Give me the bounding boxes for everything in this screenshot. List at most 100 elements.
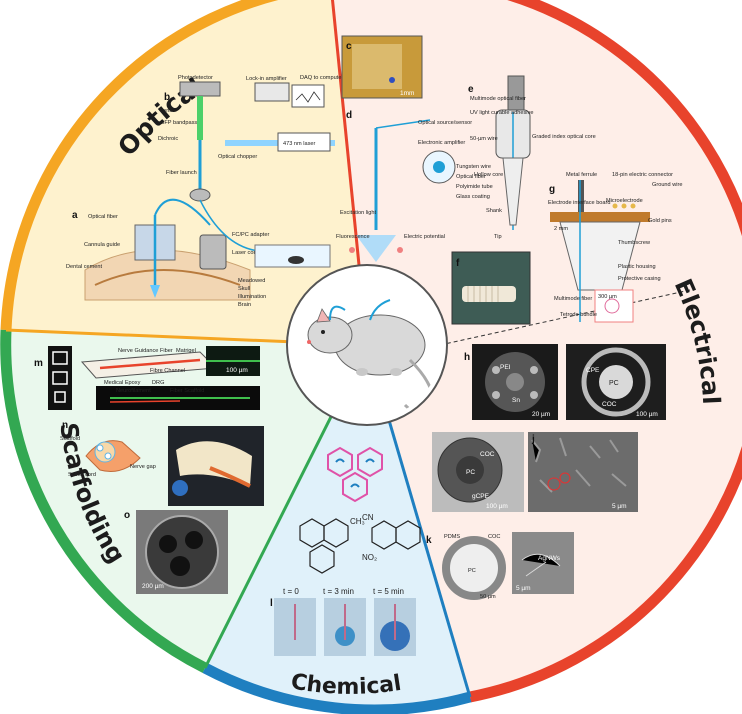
- g-microelectrode: Microelectrode: [606, 198, 643, 204]
- e-hollow: Hollow core: [474, 172, 503, 178]
- b-laser: 473 nm laser: [283, 141, 315, 147]
- m-epoxy: Medical Epoxy: [104, 380, 141, 386]
- e-uv: UV light curable adhesive: [470, 110, 533, 116]
- panel-label-h: h: [464, 352, 470, 363]
- panel-label-a: a: [72, 210, 78, 221]
- n-scaffold: Scaffold: [60, 436, 80, 442]
- panel-f: f: [451, 251, 531, 325]
- g-metal-ferrule: Metal ferrule: [566, 172, 597, 178]
- panel-h: h PEI Sn 20 µm PC CPE COC 100 µm: [464, 344, 666, 420]
- k-scale2: 5 µm: [516, 585, 531, 592]
- panel-b: b Photodetector Lock-in amplifier DAQ to…: [158, 75, 343, 268]
- b-daq: DAQ to computer: [300, 75, 343, 81]
- i-coc: COC: [480, 451, 495, 458]
- panel-o: o 200 µm: [124, 510, 228, 594]
- scaffolding-ring: [0, 329, 208, 673]
- d-electric: Electric potential: [404, 234, 445, 240]
- h-scale2: 100 µm: [636, 411, 658, 418]
- o-scale: 200 µm: [142, 583, 164, 590]
- a-cannula-guide: Cannula guide: [84, 242, 120, 248]
- i-pc: PC: [466, 469, 475, 476]
- d-optical-fiber: Optical fiber: [456, 174, 486, 180]
- g-multimode: Multimode fiber: [554, 296, 592, 302]
- h-scale1: 20 µm: [532, 411, 550, 418]
- electrical-subdivider: [439, 289, 691, 346]
- a-illumination: Illumination: [238, 294, 266, 300]
- k-coc: COC: [488, 534, 500, 540]
- d-polyimide: Polyimide tube: [456, 184, 493, 190]
- panel-label-g: g: [549, 184, 555, 195]
- panel-i: i PC COC gCPE 100 µm: [432, 432, 524, 512]
- a-skull: Skull: [238, 286, 250, 292]
- g-gold-pins: Gold pins: [648, 218, 672, 224]
- g-protective: Protective casing: [618, 276, 661, 282]
- m-fiber-scaffold: Fiber Scaffold: [170, 388, 204, 394]
- center-mouse-illustration: [286, 264, 448, 426]
- g-tetrode: Tetrode bundle: [560, 312, 597, 318]
- h-cpe: CPE: [586, 367, 600, 374]
- j-scale: 5 µm: [612, 503, 627, 510]
- d-glass: Glass coating: [456, 194, 490, 200]
- panel-k: k PDMS COC PC 50 µm AgNWs 5 µm: [426, 532, 574, 600]
- panel-d: d Optical source/sensor Electronic ampli…: [336, 110, 493, 262]
- e-shank: Shank: [486, 208, 502, 214]
- m-fiber-channel: Fibre Channel: [150, 368, 185, 374]
- b-photodetector: Photodetector: [178, 75, 213, 81]
- i-scale: 100 µm: [486, 503, 508, 510]
- g-connector: 18-pin electric connector: [612, 172, 673, 178]
- l-t0: t = 0: [283, 587, 299, 596]
- panel-label-e: e: [468, 84, 474, 95]
- m-drg: DRG: [152, 380, 164, 386]
- n-nerve-gap: Nerve gap: [130, 464, 156, 470]
- chemical-structures: CH₃ CN NO₂: [299, 513, 421, 574]
- d-fluorescence: Fluorescence: [336, 234, 370, 240]
- panel-label-m: m: [34, 358, 43, 369]
- b-lens: Lens: [160, 108, 172, 114]
- m-scale: 100 µm: [226, 367, 248, 374]
- g-plastic: Plastic housing: [618, 264, 656, 270]
- b-optical-chopper: Optical chopper: [218, 154, 257, 160]
- d-optical-source: Optical source/sensor: [418, 120, 472, 126]
- g-ground-wire: Ground wire: [652, 182, 682, 188]
- a-adapter: FC/PC adapter: [232, 232, 269, 238]
- k-pdms: PDMS: [444, 534, 460, 540]
- electrical-ring: [468, 0, 742, 703]
- c-scale: 1mm: [400, 90, 414, 97]
- panel-label-b: b: [164, 92, 170, 103]
- chem-cn: CN: [362, 513, 374, 522]
- g-thumbscrew: Thumbscrew: [618, 240, 651, 246]
- panel-label-c: c: [346, 41, 352, 52]
- m-neurofilament: Neurofilament: [116, 388, 151, 394]
- panel-m: m Nerve Guidance Fiber Matrigel Fibre Ch…: [34, 346, 260, 410]
- b-fiber-launch: Fiber launch: [166, 170, 197, 176]
- d-electronic-amplifier: Electronic amplifier: [418, 140, 465, 146]
- n-spinal-cord: Spinal cord: [68, 472, 96, 478]
- l-t5: t = 5 min: [373, 587, 404, 596]
- g-electrode-board: Electrode interface board: [548, 200, 611, 206]
- m-nerve-fiber: Nerve Guidance Fiber: [118, 348, 173, 354]
- g-mm: 2 mm: [554, 226, 568, 232]
- d-excitation: Excitation light: [340, 210, 377, 216]
- h-sn: Sn: [512, 397, 520, 404]
- k-scale1: 50 µm: [480, 594, 496, 600]
- a-meadowed: Meadowed: [238, 278, 265, 284]
- e-graded: Graded index optical core: [532, 134, 596, 140]
- a-optical-fiber: Optical fiber: [88, 214, 118, 220]
- k-agnws: AgNWs: [538, 555, 561, 562]
- a-dental-cement: Dental cement: [66, 264, 103, 270]
- b-gfp: GFP bandpass: [160, 120, 197, 126]
- m-matrigel: Matrigel: [176, 348, 196, 354]
- a-brain: Brain: [238, 302, 251, 308]
- panel-label-d: d: [346, 110, 352, 121]
- chem-no2: NO₂: [362, 553, 377, 562]
- i-gcpe: gCPE: [472, 493, 490, 500]
- b-lockin: Lock-in amplifier: [246, 76, 287, 82]
- panel-c: c 1mm: [341, 35, 423, 99]
- optical-ring: [0, 0, 279, 331]
- panel-label-o: o: [124, 510, 130, 521]
- panel-label-l: l: [270, 598, 273, 609]
- e-tip: Tip: [494, 234, 502, 240]
- panel-label-f: f: [456, 258, 460, 269]
- b-dichroic: Dichroic: [158, 136, 178, 142]
